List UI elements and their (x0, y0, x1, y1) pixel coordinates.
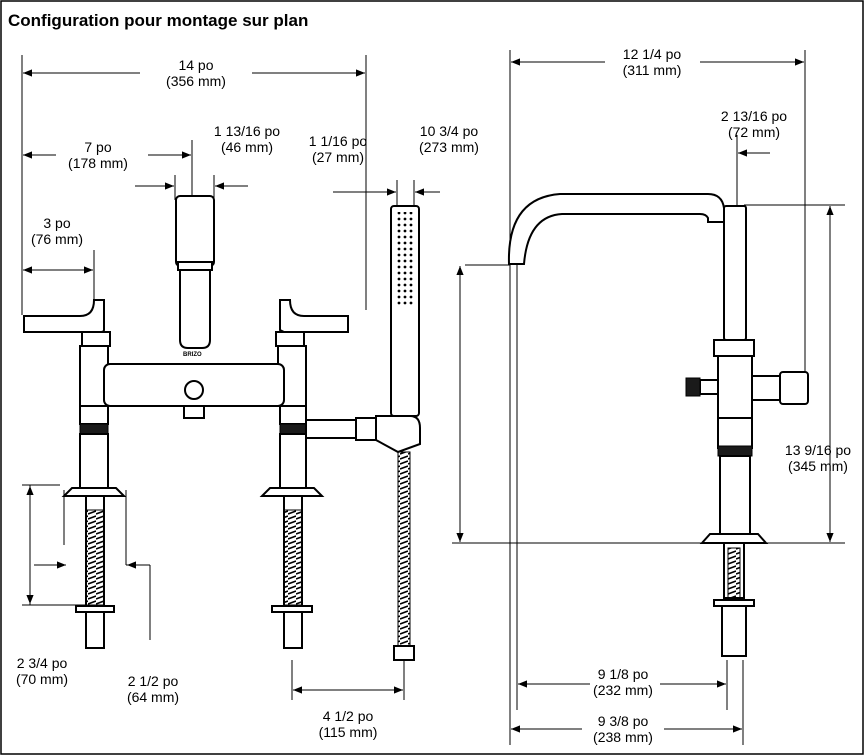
dim-14-imperial: 14 po (178, 57, 213, 73)
diagram-title: Configuration pour montage sur plan (8, 11, 308, 30)
dim-13-9-16-metric: (345 mm) (788, 458, 848, 474)
dim-12-1-4-imperial: 12 1/4 po (623, 46, 682, 62)
dim-7-metric: (178 mm) (68, 155, 128, 171)
dim-14-metric: (356 mm) (166, 73, 226, 89)
dim-2-1-2-metric: (64 mm) (127, 689, 179, 705)
dim-7-imperial: 7 po (84, 139, 111, 155)
dim-4-1-2-metric: (115 mm) (319, 724, 378, 740)
dim-10-3-4-metric: (273 mm) (419, 139, 479, 155)
dim-2-3-4-metric: (70 mm) (16, 671, 68, 687)
dim-13-9-16-imperial: 13 9/16 po (785, 442, 851, 458)
dimension-labels: 14 po (356 mm) 7 po (178 mm) 3 po (76 mm… (16, 46, 851, 745)
dim-1-13-16-metric: (46 mm) (221, 139, 273, 155)
dim-10-3-4-imperial: 10 3/4 po (420, 123, 479, 139)
dim-9-1-8-imperial: 9 1/8 po (598, 666, 649, 682)
dim-2-3-4-imperial: 2 3/4 po (17, 655, 68, 671)
dim-12-1-4-metric: (311 mm) (623, 62, 682, 78)
dim-2-13-16-imperial: 2 13/16 po (721, 108, 787, 124)
brand-label: BRIZO (183, 352, 202, 358)
dim-9-1-8-metric: (232 mm) (593, 682, 653, 698)
front-view: BRIZO (21, 55, 440, 700)
dim-2-13-16-metric: (72 mm) (728, 124, 780, 140)
dim-3-metric: (76 mm) (31, 231, 83, 247)
dim-9-3-8-imperial: 9 3/8 po (598, 713, 649, 729)
dim-1-1-16-metric: (27 mm) (312, 149, 364, 165)
dim-1-13-16-imperial: 1 13/16 po (214, 123, 280, 139)
dim-4-1-2-imperial: 4 1/2 po (323, 708, 374, 724)
dim-3-imperial: 3 po (43, 215, 70, 231)
dim-9-3-8-metric: (238 mm) (593, 729, 653, 745)
side-view (452, 50, 845, 745)
dim-2-1-2-imperial: 2 1/2 po (128, 673, 179, 689)
dim-1-1-16-imperial: 1 1/16 po (309, 133, 368, 149)
